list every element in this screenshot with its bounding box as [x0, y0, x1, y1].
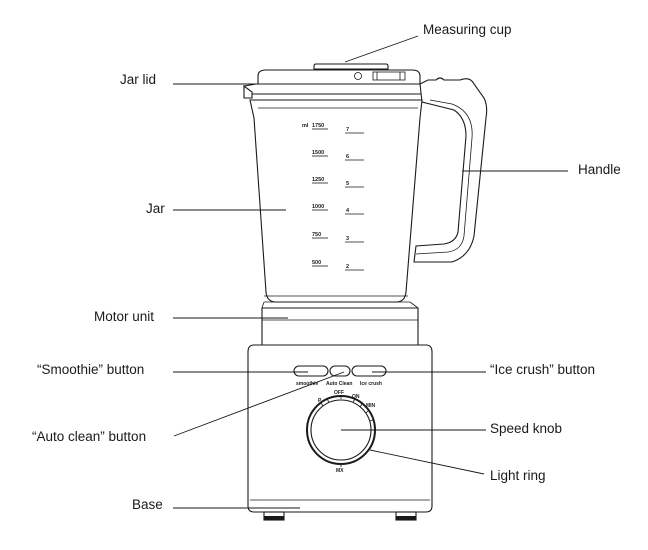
- knob-mark-p: P: [318, 398, 322, 404]
- label-base: Base: [132, 497, 163, 512]
- jar-handle: [413, 77, 488, 263]
- measuring-cup: [313, 63, 389, 70]
- scale-cup-5: 5: [346, 181, 349, 187]
- scale-ml-unit: ml: [302, 123, 309, 129]
- knob-mark-off: OFF: [334, 390, 344, 396]
- scale-ml-500: 500: [312, 260, 321, 266]
- label-measuring-cup: Measuring cup: [423, 22, 512, 37]
- leader-lines: [173, 35, 568, 509]
- scale-ml-1750: 1750: [312, 123, 324, 129]
- scale-ml-1500: 1500: [312, 150, 324, 156]
- label-handle: Handle: [578, 162, 621, 177]
- smoothie-button-label: smoothie: [296, 381, 318, 387]
- auto-clean-button-label: Auto Clean: [326, 381, 352, 387]
- knob-mark-min: MIN: [366, 403, 376, 409]
- scale-cup-6: 6: [346, 154, 349, 160]
- label-auto-clean-button: “Auto clean” button: [32, 429, 146, 444]
- label-smoothie-button: “Smoothie” button: [37, 362, 144, 377]
- label-light-ring: Light ring: [490, 468, 546, 483]
- ice-crush-button[interactable]: [351, 365, 387, 377]
- knob-mark-on: ON: [352, 394, 360, 400]
- label-speed-knob: Speed knob: [490, 421, 562, 436]
- callout-labels: Measuring cup Jar lid Handle Jar Motor u…: [32, 22, 621, 512]
- scale-cup-3: 3: [346, 236, 349, 242]
- scale-ml-1250: 1250: [312, 177, 324, 183]
- jar-scale: ml 1750 1500 1250 1000 750 500 7 6 5 4 3…: [302, 123, 364, 271]
- auto-clean-button[interactable]: [329, 365, 351, 377]
- scale-cup-4: 4: [346, 208, 350, 214]
- scale-ml-1000: 1000: [312, 204, 324, 210]
- label-motor-unit: Motor unit: [94, 309, 154, 324]
- label-ice-crush-button: “Ice crush” button: [490, 362, 595, 377]
- scale-cup-2: 2: [346, 264, 349, 270]
- jar: [249, 99, 423, 303]
- label-jar: Jar: [146, 201, 165, 216]
- control-panel: smoothie Auto Clean Ice crush: [293, 365, 387, 387]
- knob-mark-max: MX: [336, 468, 344, 474]
- ice-crush-button-label: Ice crush: [360, 381, 382, 387]
- scale-cup-7: 7: [346, 127, 349, 133]
- jar-lid: [243, 69, 429, 99]
- motor-unit: [261, 301, 419, 346]
- smoothie-button[interactable]: [293, 365, 329, 377]
- label-jar-lid: Jar lid: [120, 72, 156, 87]
- scale-ml-750: 750: [312, 232, 321, 238]
